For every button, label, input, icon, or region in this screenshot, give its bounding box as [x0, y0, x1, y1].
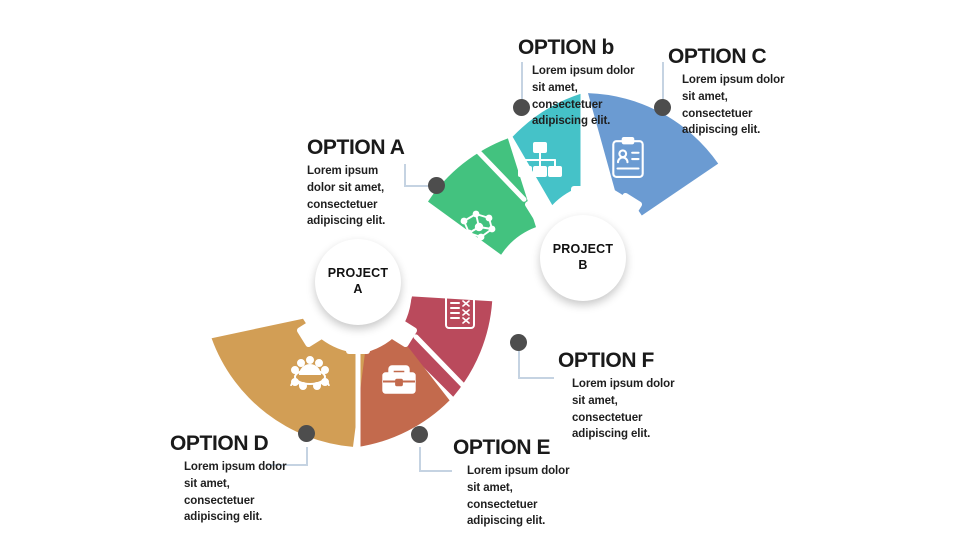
- hub-project-a-label: PROJECT A: [327, 266, 389, 296]
- callout-option-d: OPTION D Lorem ipsum dolor sit amet, con…: [170, 432, 287, 526]
- briefcase-icon: [382, 365, 416, 394]
- dot-option-c[interactable]: [654, 99, 671, 116]
- molecule-network-icon: [460, 210, 496, 241]
- dot-option-b[interactable]: [513, 99, 530, 116]
- callout-option-b-body: Lorem ipsum dolor sit amet, consectetuer…: [532, 65, 635, 128]
- dot-option-e[interactable]: [411, 426, 428, 443]
- leader-line-option-d-vert: [306, 447, 308, 465]
- dot-option-f[interactable]: [510, 334, 527, 351]
- callout-option-c-title: OPTION C: [668, 45, 767, 68]
- callout-option-a: OPTION A Lorem ipsum dolor sit amet, con…: [307, 137, 405, 230]
- segment-option-b[interactable]: [512, 93, 583, 206]
- leader-line-option-c: [662, 62, 664, 104]
- callout-option-b: OPTION b Lorem ipsum dolor sit amet, con…: [518, 36, 635, 130]
- checklist-clipboard-icon: [445, 291, 475, 329]
- callout-option-e-title: OPTION E: [453, 436, 551, 459]
- hub-project-a[interactable]: PROJECT A: [315, 239, 401, 325]
- callout-option-c-body: Lorem ipsum dolor sit amet, consectetuer…: [682, 74, 785, 137]
- dot-option-d[interactable]: [298, 425, 315, 442]
- callout-option-a-title: OPTION A: [307, 136, 405, 159]
- segment-option-a[interactable]: [428, 138, 536, 255]
- meeting-table-icon: [290, 355, 330, 391]
- segment-option-c[interactable]: [588, 93, 719, 216]
- leader-line-option-b: [521, 62, 523, 104]
- clipboard-user-icon: [612, 137, 644, 178]
- callout-option-d-title: OPTION D: [170, 432, 269, 455]
- hub-project-b-label: PROJECT B: [552, 242, 614, 272]
- callout-option-f: OPTION F Lorem ipsum dolor sit amet, con…: [558, 349, 675, 443]
- leader-line-option-d: [266, 464, 308, 466]
- leader-line-option-e: [419, 470, 452, 472]
- callout-option-f-body: Lorem ipsum dolor sit amet, consectetuer…: [572, 378, 675, 441]
- callout-option-d-body: Lorem ipsum dolor sit amet, consectetuer…: [184, 461, 287, 524]
- hub-project-b[interactable]: PROJECT B: [540, 215, 626, 301]
- callout-option-e-body: Lorem ipsum dolor sit amet, consectetuer…: [467, 465, 570, 528]
- callout-option-c: OPTION C Lorem ipsum dolor sit amet, con…: [668, 45, 785, 139]
- leader-line-option-f-vert: [518, 350, 520, 378]
- leader-line-option-a: [404, 185, 436, 187]
- callout-option-f-title: OPTION F: [558, 349, 654, 372]
- dot-option-a[interactable]: [428, 177, 445, 194]
- leader-line-option-a-vert: [404, 164, 406, 187]
- upper-gear-wheel: [428, 90, 719, 255]
- callout-option-b-title: OPTION b: [518, 36, 614, 59]
- segment-option-d[interactable]: [211, 318, 365, 447]
- leader-line-option-e-vert: [419, 447, 421, 471]
- callout-option-e: OPTION E Lorem ipsum dolor sit amet, con…: [453, 436, 570, 530]
- callout-option-a-body: Lorem ipsum dolor sit amet, consectetuer…: [307, 165, 386, 228]
- leader-line-option-f: [518, 377, 554, 379]
- org-chart-icon: [518, 142, 562, 177]
